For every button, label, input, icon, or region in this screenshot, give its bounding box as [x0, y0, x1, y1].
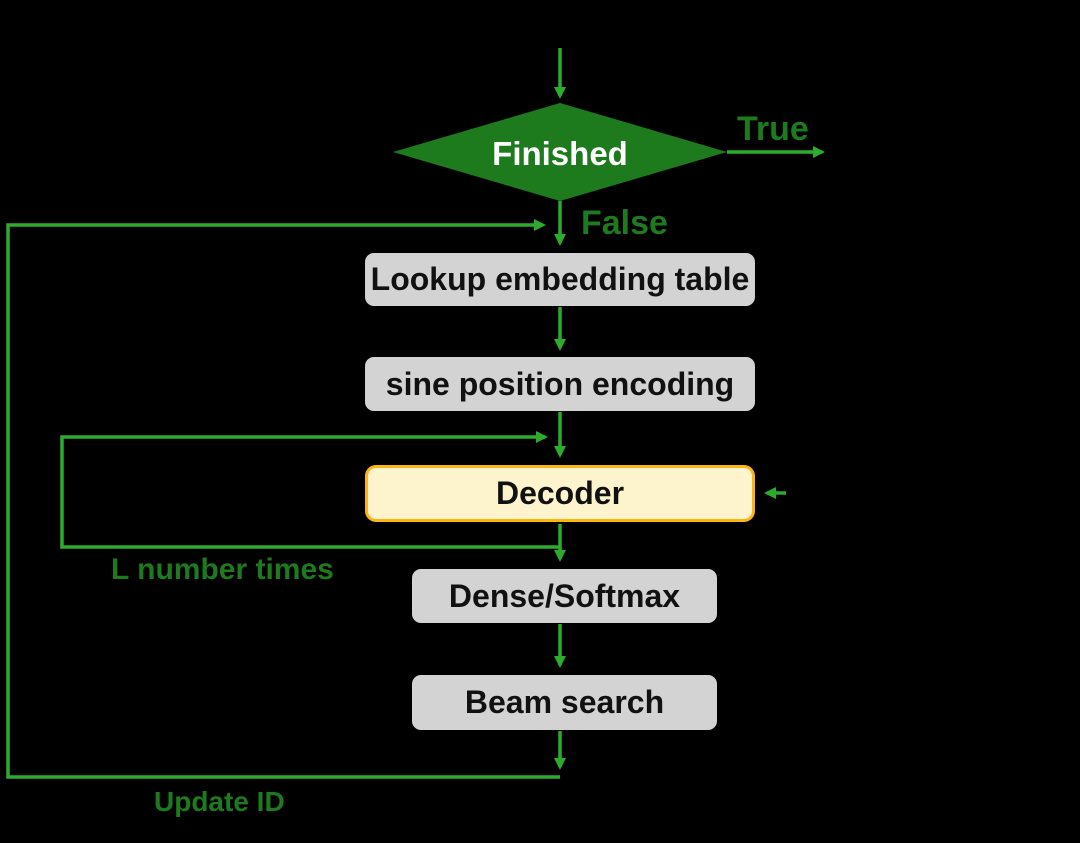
node-beam-search: Beam search [412, 675, 717, 730]
decoder-loop-label: L number times [111, 553, 334, 586]
decision-finished-label: Finished [492, 135, 628, 172]
node-lookup-embedding-table: Lookup embedding table [365, 253, 755, 306]
decision-diamond-shape [393, 103, 727, 201]
node-decoder: Decoder [365, 465, 755, 522]
node-dense-softmax: Dense/Softmax [412, 569, 717, 623]
outer-loop-path [6, 219, 560, 779]
false-branch-label: False [581, 204, 668, 242]
node-sine-position-encoding: sine position encoding [365, 357, 755, 411]
outer-loop-update-id-label: Update ID [154, 786, 285, 817]
true-branch-label: True [737, 110, 809, 148]
decoder-loop-path [60, 431, 560, 549]
